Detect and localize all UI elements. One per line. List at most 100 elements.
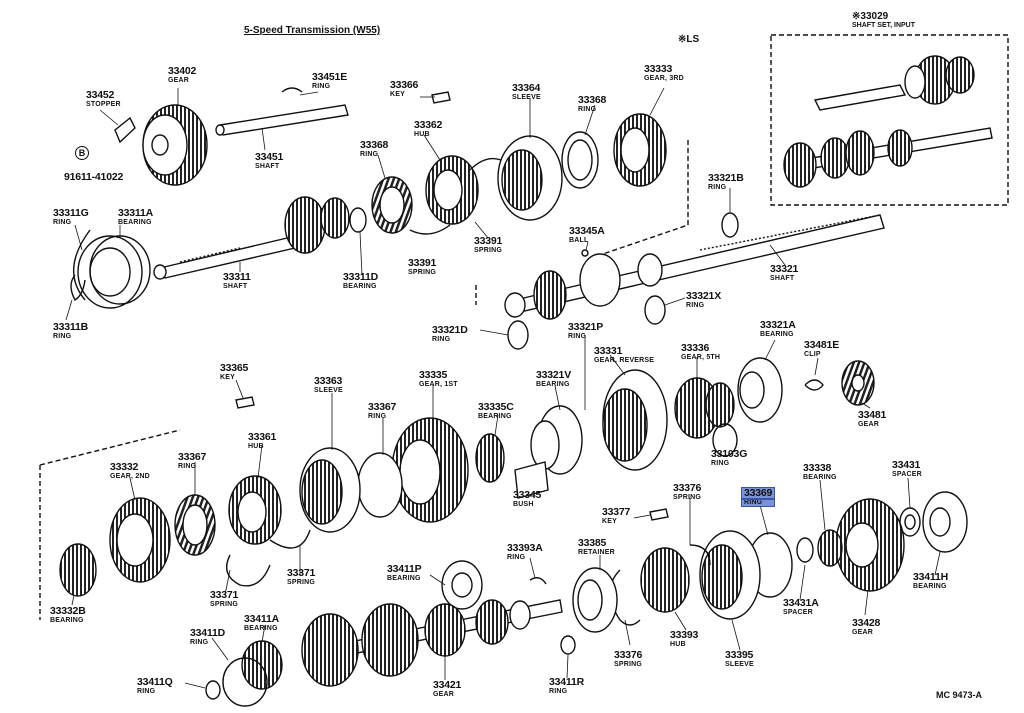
callout-91611[interactable]: 91611-41022	[64, 172, 123, 183]
part-name: GEAR	[852, 628, 874, 636]
part-name: RING	[312, 82, 331, 90]
part-name: BALL	[569, 236, 589, 244]
part-number: 33364	[512, 82, 541, 94]
part-number: 33371	[287, 567, 316, 579]
part-name: KEY	[602, 517, 617, 525]
part-number: 33321A	[760, 319, 796, 331]
part-name: GEAR	[168, 76, 190, 84]
part-number: 33311G	[53, 207, 89, 219]
part-number: 33367	[368, 401, 397, 413]
part-name: SHAFT	[223, 282, 248, 290]
part-name: BEARING	[913, 582, 947, 590]
part-number: 33345	[513, 489, 542, 501]
part-name: SPRING	[408, 268, 437, 276]
part-name: RING	[53, 332, 72, 340]
part-name: RING	[432, 335, 451, 343]
part-number: 33311	[223, 271, 251, 283]
part-number: 33391	[408, 257, 437, 269]
part-name: BUSH	[513, 500, 534, 508]
part-name: SPRING	[614, 660, 643, 668]
part-number: 33363	[314, 375, 343, 387]
part-name: GEAR, 5TH	[681, 353, 721, 361]
part-number: 33321P	[568, 321, 604, 333]
part-name: HUB	[248, 442, 264, 450]
circled-letter: B	[75, 146, 89, 160]
part-number: 33431	[892, 459, 921, 471]
inset-part-number: ※33029	[852, 11, 889, 22]
part-name: SHAFT	[255, 162, 280, 170]
part-number: 33411Q	[137, 676, 173, 688]
inset-label: ※33029 SHAFT SET, INPUT	[852, 11, 915, 30]
inset-input-shaft-upper	[813, 55, 975, 111]
part-number: 33393	[670, 629, 699, 641]
part-name: RETAINER	[578, 548, 615, 556]
part-name: BEARING	[478, 412, 512, 420]
inset-box	[770, 34, 1009, 206]
part-name: SPRING	[474, 246, 503, 254]
part-number: 33411D	[190, 627, 226, 639]
part-number: 33311D	[343, 271, 379, 283]
